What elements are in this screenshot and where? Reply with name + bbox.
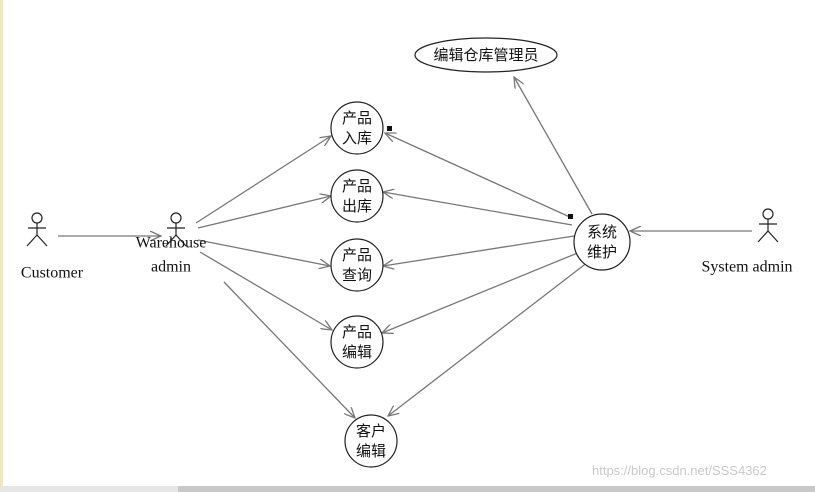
use-case-shape [330, 101, 384, 155]
edge-uc_sys-to-uc_out [383, 192, 573, 226]
use-case-label-line-1: 产品 [342, 246, 372, 264]
edge-warehouse_admin-to-uc_query [197, 239, 330, 266]
edge-warehouse_admin-to-uc_out [197, 196, 331, 229]
use-case-label-line-1: 系统 [587, 223, 617, 241]
left-edge-strip [0, 0, 3, 492]
connector-handle[interactable] [387, 126, 392, 131]
use-case-label: 编辑仓库管理员 [433, 46, 538, 64]
actor-label: Customer [21, 265, 84, 282]
edge-uc_sys-to-uc_query [383, 235, 575, 266]
use-case-shape [330, 169, 384, 223]
use-case-label-line-2: 出库 [342, 197, 372, 215]
use-case-shape [330, 315, 384, 369]
use-case-label-line-2: 编辑 [356, 442, 386, 460]
actor-customer[interactable]: Customer [21, 212, 84, 282]
use-case-label-line-1: 客户 [356, 422, 386, 440]
use-case-label-line-1: 产品 [342, 177, 372, 195]
connector-handle[interactable] [568, 214, 573, 219]
horizontal-scrollbar-thumb[interactable] [178, 486, 815, 492]
use-case-shape [330, 238, 384, 292]
use-case-shape [573, 213, 631, 271]
use-case-shape [344, 414, 398, 468]
edge-uc_sys-to-uc_in [385, 133, 573, 219]
edges [58, 77, 752, 418]
use-case-label-line-2: 查询 [342, 266, 372, 284]
actor-system-admin[interactable]: System admin [701, 208, 793, 276]
use-case-label-line-1: 产品 [342, 109, 372, 127]
edge-uc_sys-to-uc_edit [382, 251, 581, 333]
use-case-label-line-2: 入库 [342, 129, 372, 147]
edge-warehouse_admin-to-uc_in [195, 136, 331, 224]
edge-uc_sys-to-uc_edit_admin [514, 77, 593, 215]
watermark-text: https://blog.csdn.net/SSS4362 [592, 463, 767, 478]
edge-uc_sys-to-uc_customer [388, 261, 589, 416]
edge-warehouse_admin-to-uc_edit [199, 251, 332, 330]
actor-label-line-2: admin [151, 259, 191, 276]
use-case-label-line-2: 编辑 [342, 343, 372, 361]
use-case-label-line-2: 维护 [587, 243, 617, 261]
actor-label-line-1: Warehouse [136, 235, 207, 252]
actor-label: System admin [701, 259, 792, 276]
use-case-label-line-1: 产品 [342, 323, 372, 341]
nodes: Customer Warehouse admin System admin 编辑仓库管理… [21, 37, 793, 468]
use-case-uc-edit-admin[interactable]: 编辑仓库管理员 [414, 37, 558, 73]
use-case-shape [414, 37, 558, 73]
actor-warehouse-admin[interactable]: Warehouse admin [136, 212, 207, 276]
edge-warehouse_admin-to-uc_customer [223, 281, 355, 418]
